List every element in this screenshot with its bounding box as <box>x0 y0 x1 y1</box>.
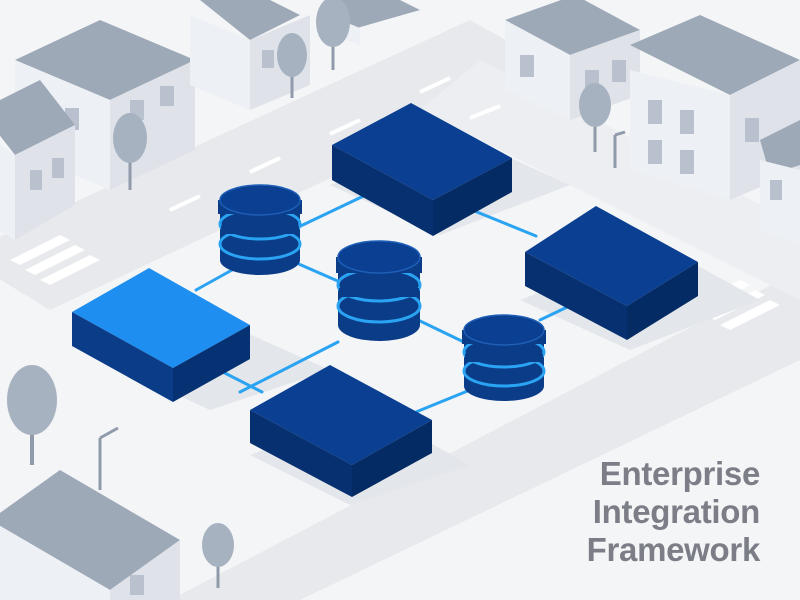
roads <box>0 20 800 600</box>
database-icon <box>336 240 422 341</box>
link-block2-block4 <box>470 208 538 238</box>
house-icon <box>760 120 800 245</box>
trees <box>7 0 611 588</box>
lane-markings <box>169 76 501 212</box>
database-icon <box>218 184 302 275</box>
tree-icon <box>7 365 57 465</box>
tree-icon <box>579 83 611 152</box>
tree-icon <box>202 523 234 588</box>
house-icon <box>505 0 640 120</box>
street-lamps <box>98 130 626 490</box>
server-block-icon <box>72 268 250 402</box>
database-icon <box>462 314 546 401</box>
house-icon <box>0 80 75 240</box>
link-db2-db3 <box>416 318 472 347</box>
caption-line-2: Integration <box>592 493 761 530</box>
caption-title: Enterprise Integration Framework <box>500 455 761 569</box>
caption-line-3: Framework <box>586 531 761 568</box>
tree-icon <box>113 113 147 190</box>
house-icon <box>0 470 180 600</box>
road-upper <box>0 20 560 310</box>
server-block-icon <box>250 365 432 497</box>
road-right <box>420 60 800 300</box>
crosswalk-left <box>10 235 100 285</box>
tree-icon <box>277 33 307 98</box>
street-lamp-icon <box>613 130 626 168</box>
link-block3-db2 <box>238 340 340 394</box>
server-block-icon <box>525 206 698 340</box>
link-db1-block2 <box>286 190 374 234</box>
street-lamp-icon <box>98 426 119 490</box>
link-block3-db3 <box>414 388 472 414</box>
link-block1-db1 <box>194 268 234 292</box>
server-block-icon <box>332 103 512 236</box>
caption-line-1: Enterprise <box>599 455 761 492</box>
tree-icon <box>316 0 350 70</box>
road-lower <box>170 270 800 600</box>
